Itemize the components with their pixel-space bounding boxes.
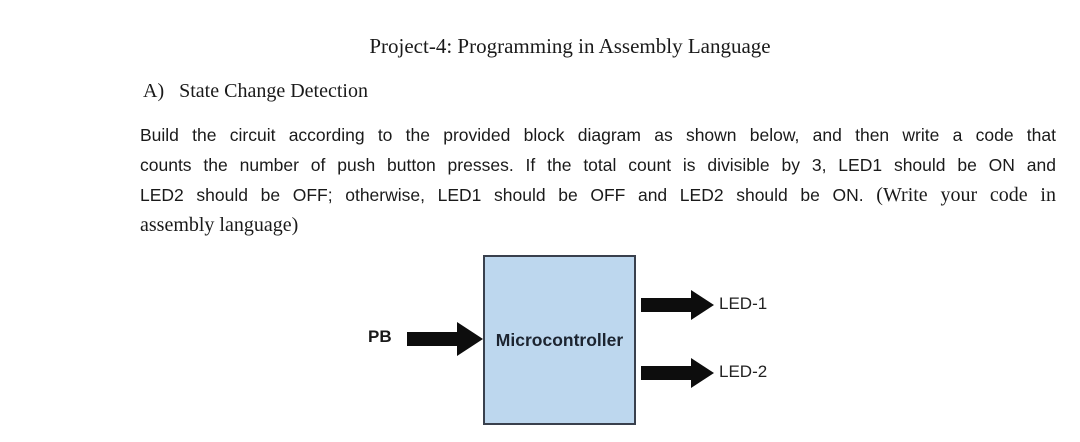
microcontroller-label: Microcontroller: [495, 329, 624, 350]
instruction-paragraph: Build the circuit according to the provi…: [140, 120, 1056, 240]
paragraph-line: assembly language): [140, 210, 1056, 240]
paragraph-line: Build the circuit according to the provi…: [140, 125, 1056, 145]
section-label: A): [143, 80, 165, 102]
document-title: Project-4: Programming in Assembly Langu…: [369, 34, 771, 58]
input-arrow-icon: [407, 322, 483, 356]
microcontroller-block: Microcontroller: [483, 255, 636, 425]
section-heading: A) State Change Detection: [143, 78, 368, 104]
paragraph-line-sans-part: LED2 should be OFF; otherwise, LED1 shou…: [140, 185, 864, 205]
led1-output-label: LED-1: [719, 294, 768, 313]
paragraph-line: counts the number of push button presses…: [140, 155, 1056, 175]
section-heading-text: State Change Detection: [179, 80, 368, 102]
paragraph-line-serif-part: assembly language): [140, 214, 299, 236]
pb-input-label: PB: [368, 327, 392, 346]
paragraph-line-serif-part: (Write your code in: [876, 184, 1056, 206]
led2-output-label: LED-2: [719, 362, 768, 381]
paragraph-line: LED2 should be OFF; otherwise, LED1 shou…: [140, 180, 1056, 210]
output-arrow-icon: [641, 358, 714, 388]
output-arrow-icon: [641, 290, 714, 320]
